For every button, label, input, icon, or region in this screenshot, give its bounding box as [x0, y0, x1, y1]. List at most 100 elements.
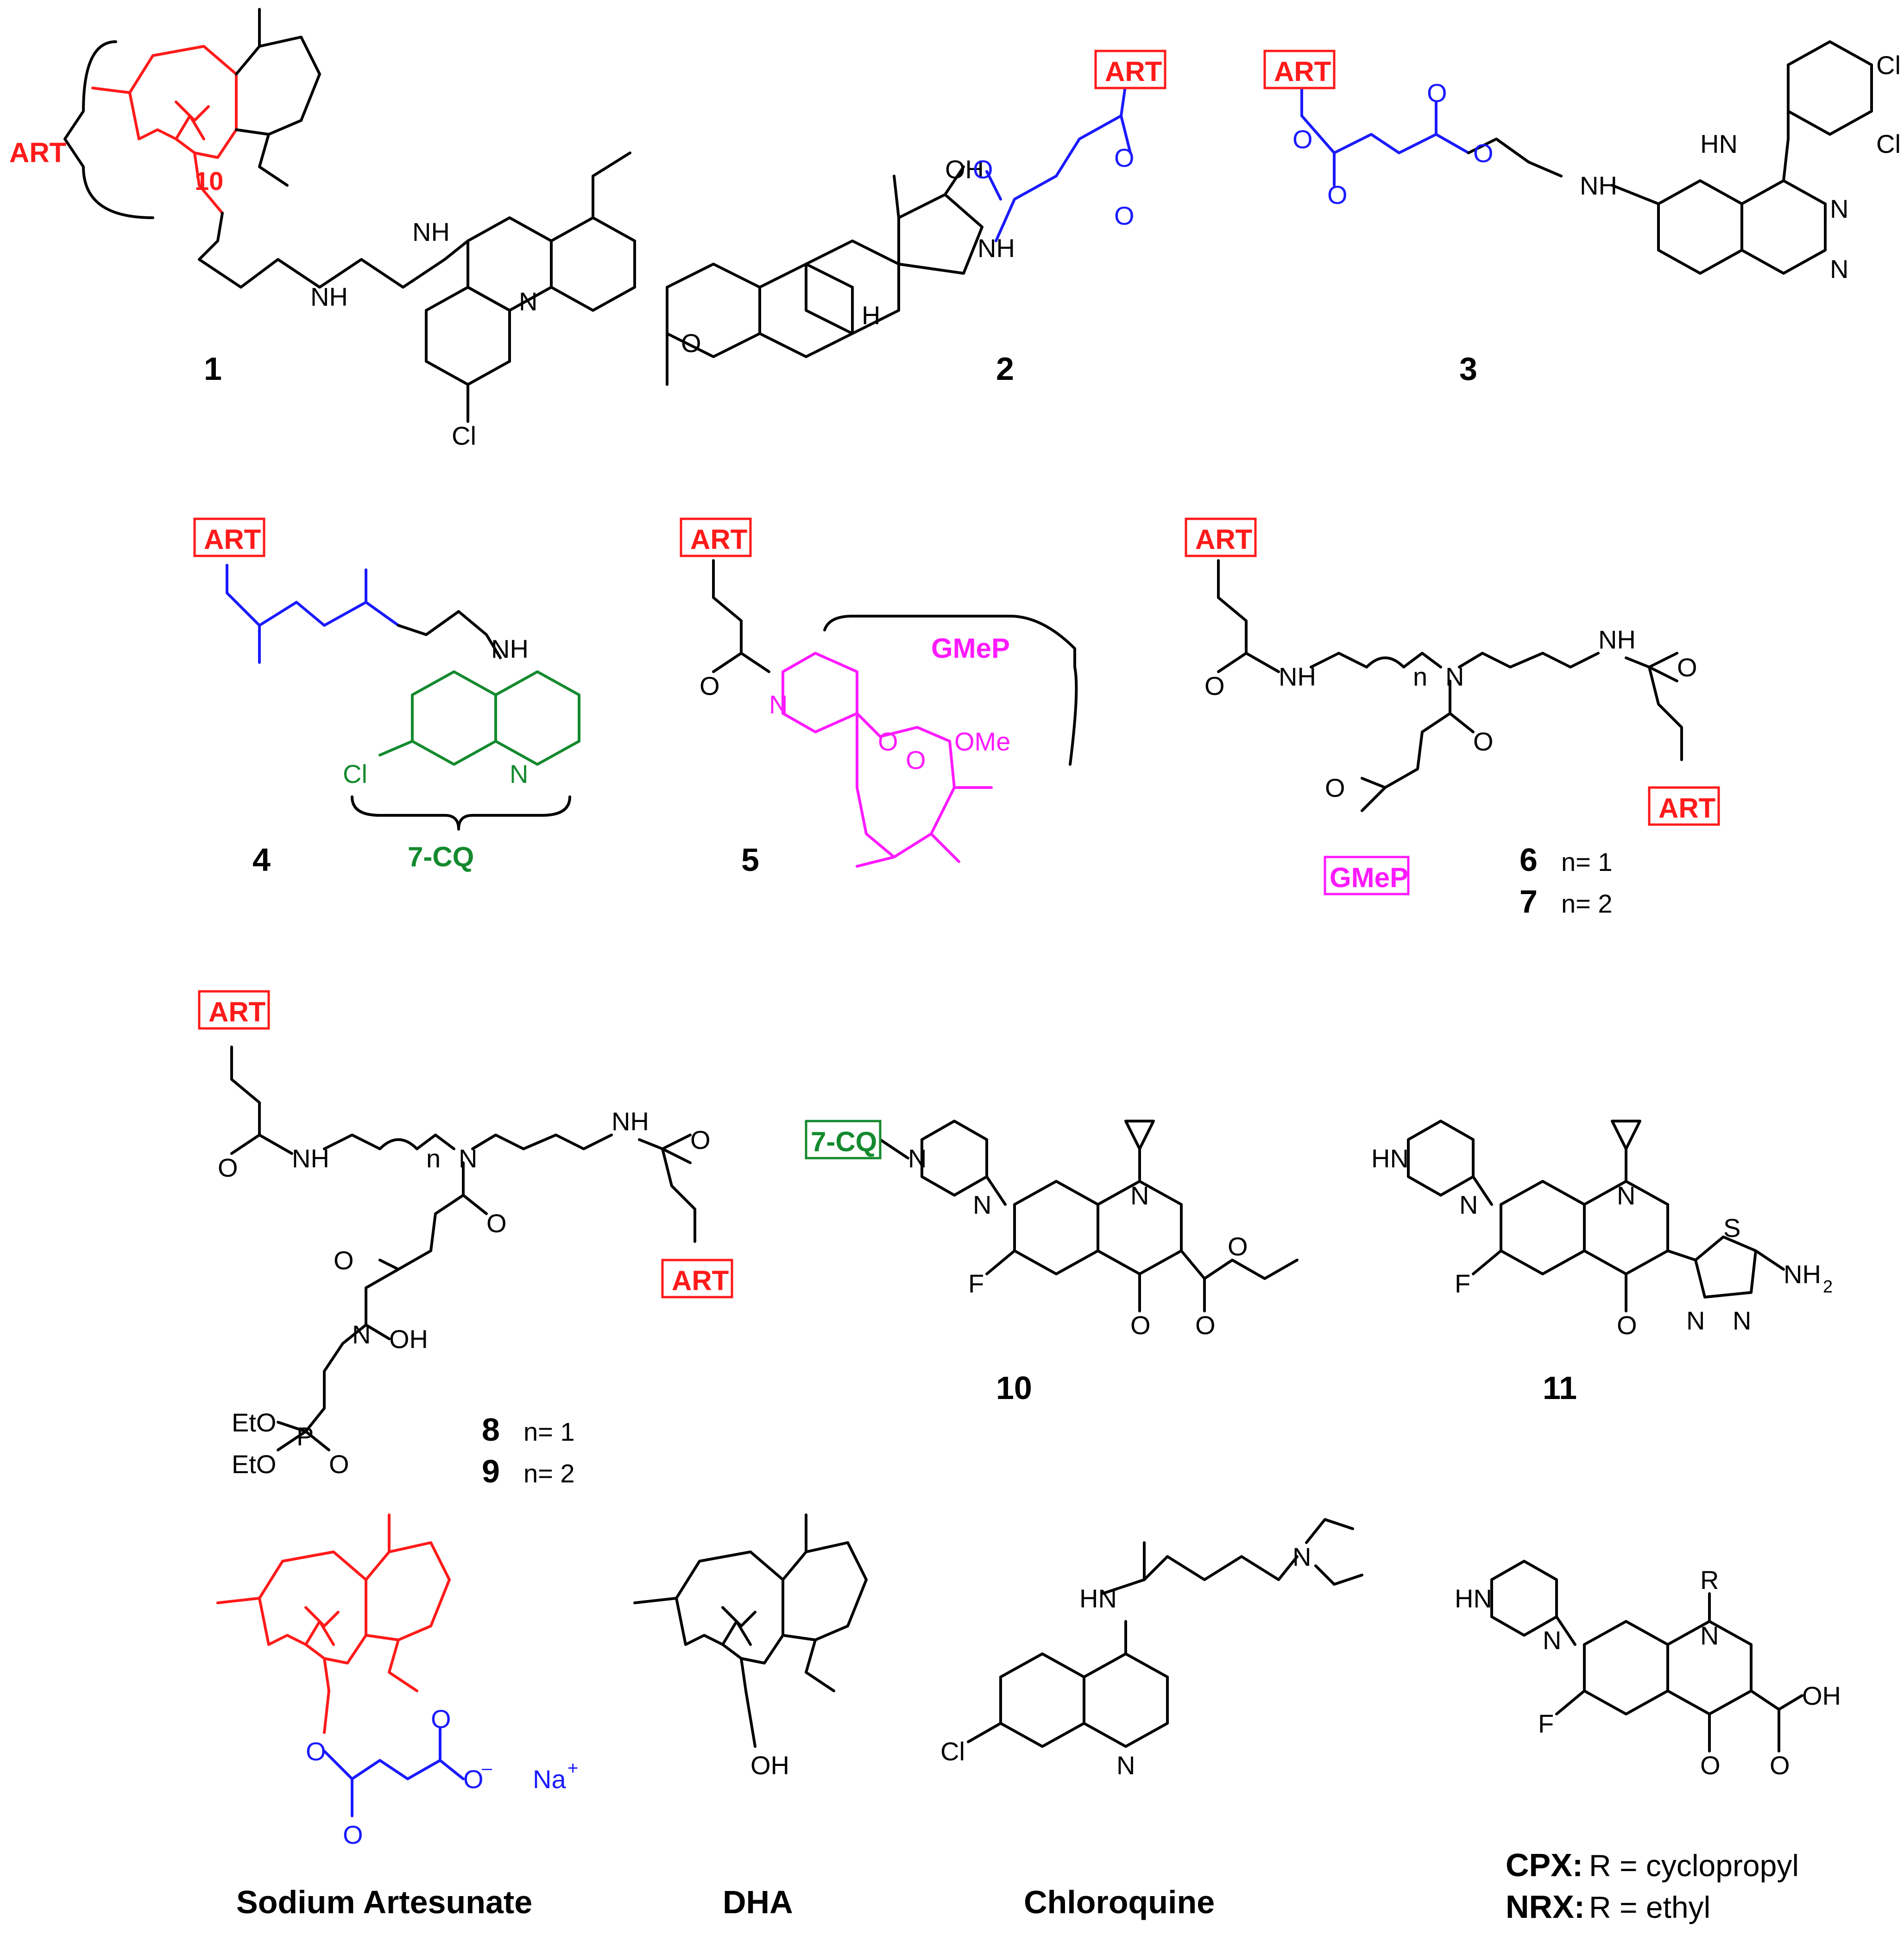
- art-box-8b: [661, 1259, 733, 1298]
- label-1: 1: [204, 351, 222, 387]
- atom-cl-cq: Cl: [940, 1737, 965, 1766]
- art-box-4: [193, 517, 265, 557]
- label-2: 2: [996, 351, 1014, 387]
- compound-10: 7-CQ N N N F O O O 10: [805, 1120, 1299, 1406]
- atom-cl-3a: Cl: [1876, 50, 1901, 80]
- atom-n-8: N: [459, 1144, 477, 1173]
- atom-o-6d: O: [1325, 773, 1345, 802]
- quinazoline-3: [1467, 40, 1873, 275]
- atom-n-4: N: [510, 759, 528, 788]
- atom-n-10a: N: [908, 1144, 927, 1173]
- atom-o-cpx2: O: [1770, 1751, 1790, 1780]
- atom-n-cq2: N: [1116, 1751, 1135, 1780]
- dha: OH DHA: [633, 1513, 868, 1920]
- label-10: 10: [996, 1370, 1032, 1406]
- atom-o-3c: O: [1327, 180, 1348, 209]
- atom-o-cpx1: O: [1700, 1751, 1721, 1780]
- atom-o-3b: O: [1427, 78, 1447, 107]
- atom-n-3a: N: [1830, 194, 1848, 223]
- art-box-5: [680, 517, 752, 557]
- atom-n-cq1: N: [1292, 1542, 1311, 1571]
- quinolone-11: [1407, 1120, 1785, 1312]
- n-value-8: n= 1: [523, 1417, 575, 1446]
- gmep-label-6: GMeP: [1330, 862, 1408, 893]
- n-value-7: n= 2: [1561, 889, 1613, 918]
- atom-o-8c: O: [486, 1209, 507, 1238]
- atom-hn-11: HN: [1371, 1144, 1409, 1173]
- gmep-box-6: [1324, 856, 1410, 895]
- atom-hn-cq: HN: [1079, 1584, 1117, 1613]
- atom-eto-8a: EtO: [232, 1408, 276, 1437]
- label-3: 3: [1459, 351, 1477, 387]
- atom-o-3a: O: [1292, 125, 1313, 154]
- label-9: 9: [482, 1453, 500, 1489]
- cpx-text: R = cyclopropyl: [1589, 1848, 1799, 1883]
- atom-n-3b: N: [1830, 254, 1848, 284]
- quinolone-10: [879, 1120, 1299, 1312]
- atom-oh-cpx: OH: [1802, 1681, 1841, 1710]
- art-box-6b: [1648, 786, 1720, 826]
- art-label-3: ART: [1274, 56, 1331, 87]
- linker-4b: [397, 610, 502, 659]
- atom-o-2a: O: [973, 155, 993, 184]
- sodium-artesunate: O O O O – Na + Sodium Artesunate: [216, 1513, 578, 1920]
- label-chloroquine: Chloroquine: [1024, 1884, 1215, 1920]
- atom-nh-8b: NH: [612, 1107, 649, 1136]
- atom-oh-dha: OH: [750, 1751, 789, 1780]
- atom-cl-1: Cl: [452, 421, 476, 450]
- linker-4: [226, 564, 400, 664]
- atom-o-6c: O: [1473, 727, 1494, 756]
- c10-label: 10: [195, 166, 223, 195]
- art-label-6a: ART: [1195, 524, 1252, 555]
- atom-o-2b: O: [1114, 143, 1135, 172]
- atom-f-11: F: [1455, 1269, 1470, 1298]
- art-box-8a: [198, 990, 270, 1030]
- chloroquine: HN N Cl N Chloroquine: [940, 1518, 1363, 1920]
- chloroquine-core: [967, 1518, 1363, 1748]
- atom-f-cpx: F: [1538, 1709, 1554, 1738]
- atom-o-2d: O: [681, 328, 701, 358]
- label-5: 5: [741, 842, 759, 878]
- atom-o-sa1: O: [306, 1737, 326, 1766]
- atom-nh-6a: NH: [1279, 662, 1316, 691]
- steroid-core-2: [666, 165, 984, 386]
- art-label-2: ART: [1105, 56, 1162, 87]
- label-6: 6: [1519, 842, 1538, 878]
- polyamine-8: [230, 1046, 696, 1451]
- atom-o-8a: O: [218, 1153, 238, 1182]
- atom-o-5b: O: [906, 745, 926, 775]
- compound-2: ART OH NH O O O O H 2: [666, 50, 1166, 387]
- compound-5: ART GMeP O N O O OMe 5: [680, 517, 1078, 878]
- dha-core: [633, 1513, 868, 1748]
- atom-hn-3: HN: [1700, 129, 1738, 158]
- cq-label-4: 7-CQ: [408, 841, 474, 872]
- atom-o-8d: O: [334, 1246, 354, 1275]
- acridine-1: [425, 151, 636, 423]
- art-box-2: [1094, 50, 1166, 89]
- compound-1: ART 10 NH NH N Cl 1: [9, 8, 636, 450]
- atom-nh-1: NH: [310, 282, 348, 311]
- atom-n-11c: N: [1686, 1306, 1705, 1335]
- atom-o-6a: O: [1204, 671, 1225, 700]
- atom-cl-4: Cl: [343, 759, 367, 788]
- atom-o-sa3: O: [343, 1820, 363, 1849]
- atom-hn-cpx: HN: [1455, 1584, 1492, 1613]
- plus-charge: +: [567, 1758, 578, 1778]
- chloroquinoline-4: [378, 670, 580, 766]
- atom-p-8: P: [296, 1422, 314, 1451]
- compound-8-9: ART ART O NH N n NH O O O N OH EtO EtO P…: [198, 990, 733, 1489]
- atom-eto-8b: EtO: [232, 1450, 276, 1479]
- atom-nh-3b: NH: [1580, 171, 1617, 200]
- label-8: 8: [482, 1412, 500, 1448]
- linker-5: [712, 559, 770, 673]
- atom-f-10: F: [968, 1269, 984, 1298]
- succinate-sa: [323, 1727, 465, 1817]
- art-label-8b: ART: [672, 1265, 729, 1296]
- art-box-6a: [1185, 517, 1257, 557]
- linker-2: [985, 82, 1132, 242]
- art-label-4: ART: [204, 524, 261, 555]
- compound-11: HN N N F O S N N NH 2 11: [1371, 1120, 1833, 1406]
- atom-nh2-sub-11: 2: [1823, 1277, 1833, 1297]
- cpx-code: CPX:: [1506, 1847, 1583, 1883]
